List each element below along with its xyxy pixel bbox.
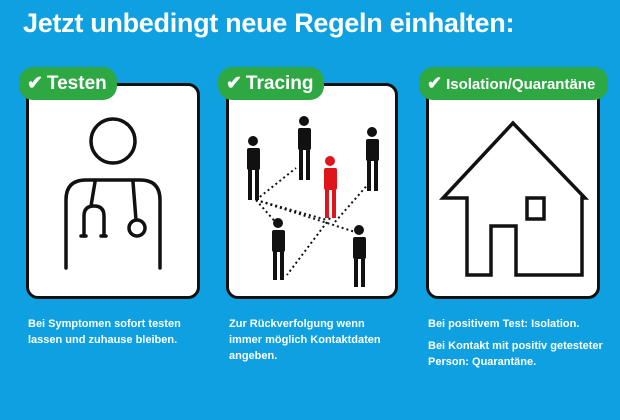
isolation-caption: Bei positivem Test: Isolation. Bei Konta… (428, 316, 613, 376)
caption-text: Bei Symptomen sofort testen lassen und z… (28, 318, 181, 346)
house-icon (438, 120, 590, 277)
person-icon (353, 225, 366, 287)
tracing-label: Tracing (245, 73, 314, 94)
tab-isolation: ✔Isolation/Quarantäne (419, 67, 608, 100)
person-icon (247, 136, 260, 200)
infected-person-icon (324, 156, 337, 218)
tracing-caption: Zur Rückverfolgung wenn immer möglich Ko… (229, 316, 394, 370)
doctor-stethoscope-icon (64, 117, 162, 270)
contact-network-icon (247, 116, 379, 287)
checkmark-icon: ✔ (27, 73, 43, 94)
checkmark-icon: ✔ (226, 73, 242, 94)
caption-text: Zur Rückverfolgung wenn immer möglich Ko… (229, 318, 381, 362)
caption-text: Bei Kontakt mit positiv getesteter Perso… (428, 340, 603, 368)
person-icon (272, 218, 285, 280)
tab-tracing: ✔Tracing (218, 67, 324, 100)
testen-label: Testen (46, 73, 107, 94)
caption-text: Bei positivem Test: Isolation. (428, 318, 580, 330)
checkmark-icon: ✔ (427, 73, 443, 93)
isolation-label: Isolation/Quarantäne (446, 76, 596, 93)
person-icon (298, 116, 311, 180)
isolation-card (426, 83, 600, 299)
tab-testen: ✔Testen (19, 67, 117, 100)
person-icon (366, 127, 379, 191)
testen-caption: Bei Symptomen sofort testen lassen und z… (28, 316, 218, 354)
page-title: Jetzt unbedingt neue Regeln einhalten: (23, 8, 515, 38)
